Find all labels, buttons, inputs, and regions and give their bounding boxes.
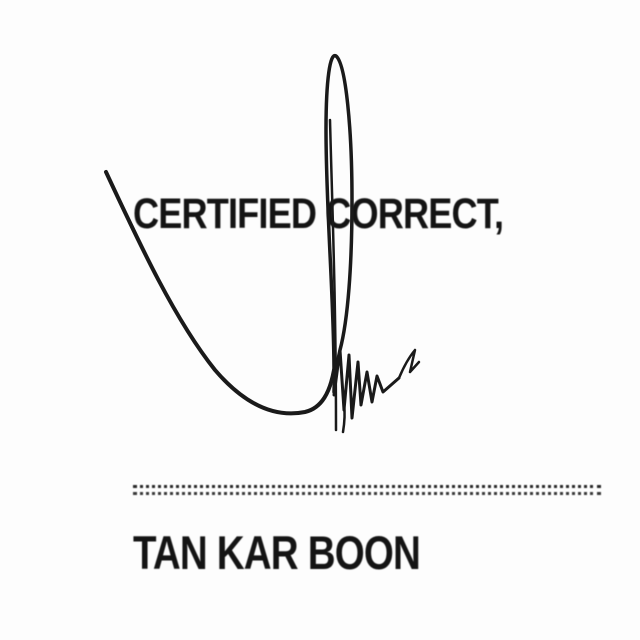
signatory-name: TAN KAR BOON [133,526,421,579]
certification-text: CERTIFIED CORRECT, [133,190,504,238]
signature-line-shadow [133,492,601,495]
signature-line [133,485,601,488]
